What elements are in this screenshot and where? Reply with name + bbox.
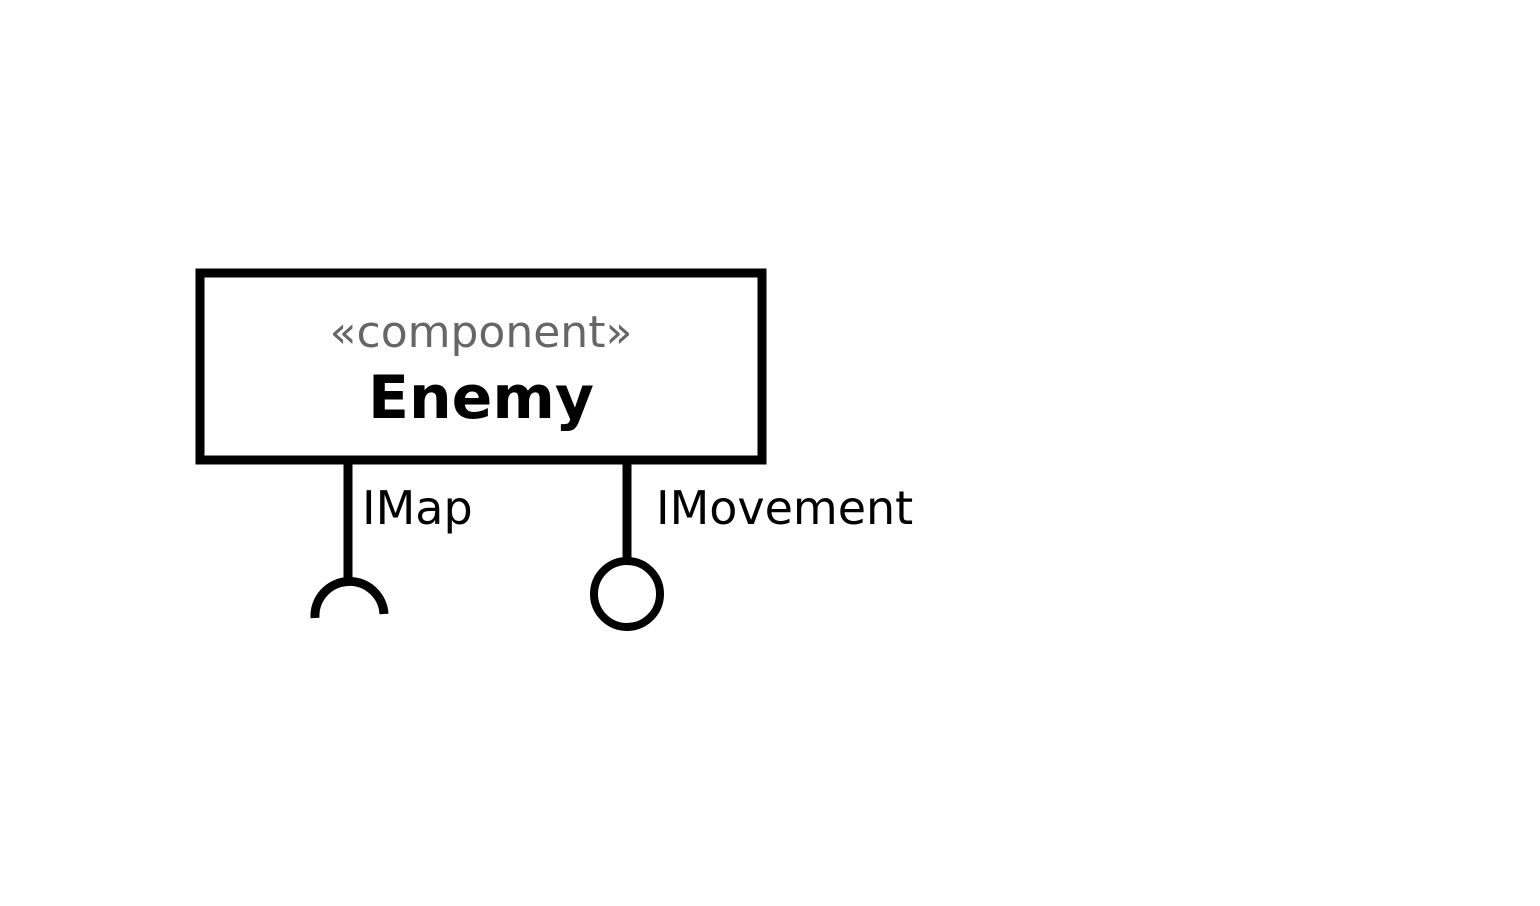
provided-interface-label: IMovement <box>656 481 913 535</box>
component-box <box>195 268 767 465</box>
socket-icon <box>310 576 389 619</box>
required-interface-imap[interactable]: IMap <box>310 464 473 619</box>
component-name: Enemy <box>368 363 594 433</box>
component-enemy[interactable]: «component» Enemy <box>195 268 767 465</box>
provided-interface-imovement[interactable]: IMovement <box>590 464 913 631</box>
required-interface-label: IMap <box>362 481 473 535</box>
lollipop-icon <box>590 557 664 631</box>
component-stereotype: «component» <box>330 307 633 358</box>
